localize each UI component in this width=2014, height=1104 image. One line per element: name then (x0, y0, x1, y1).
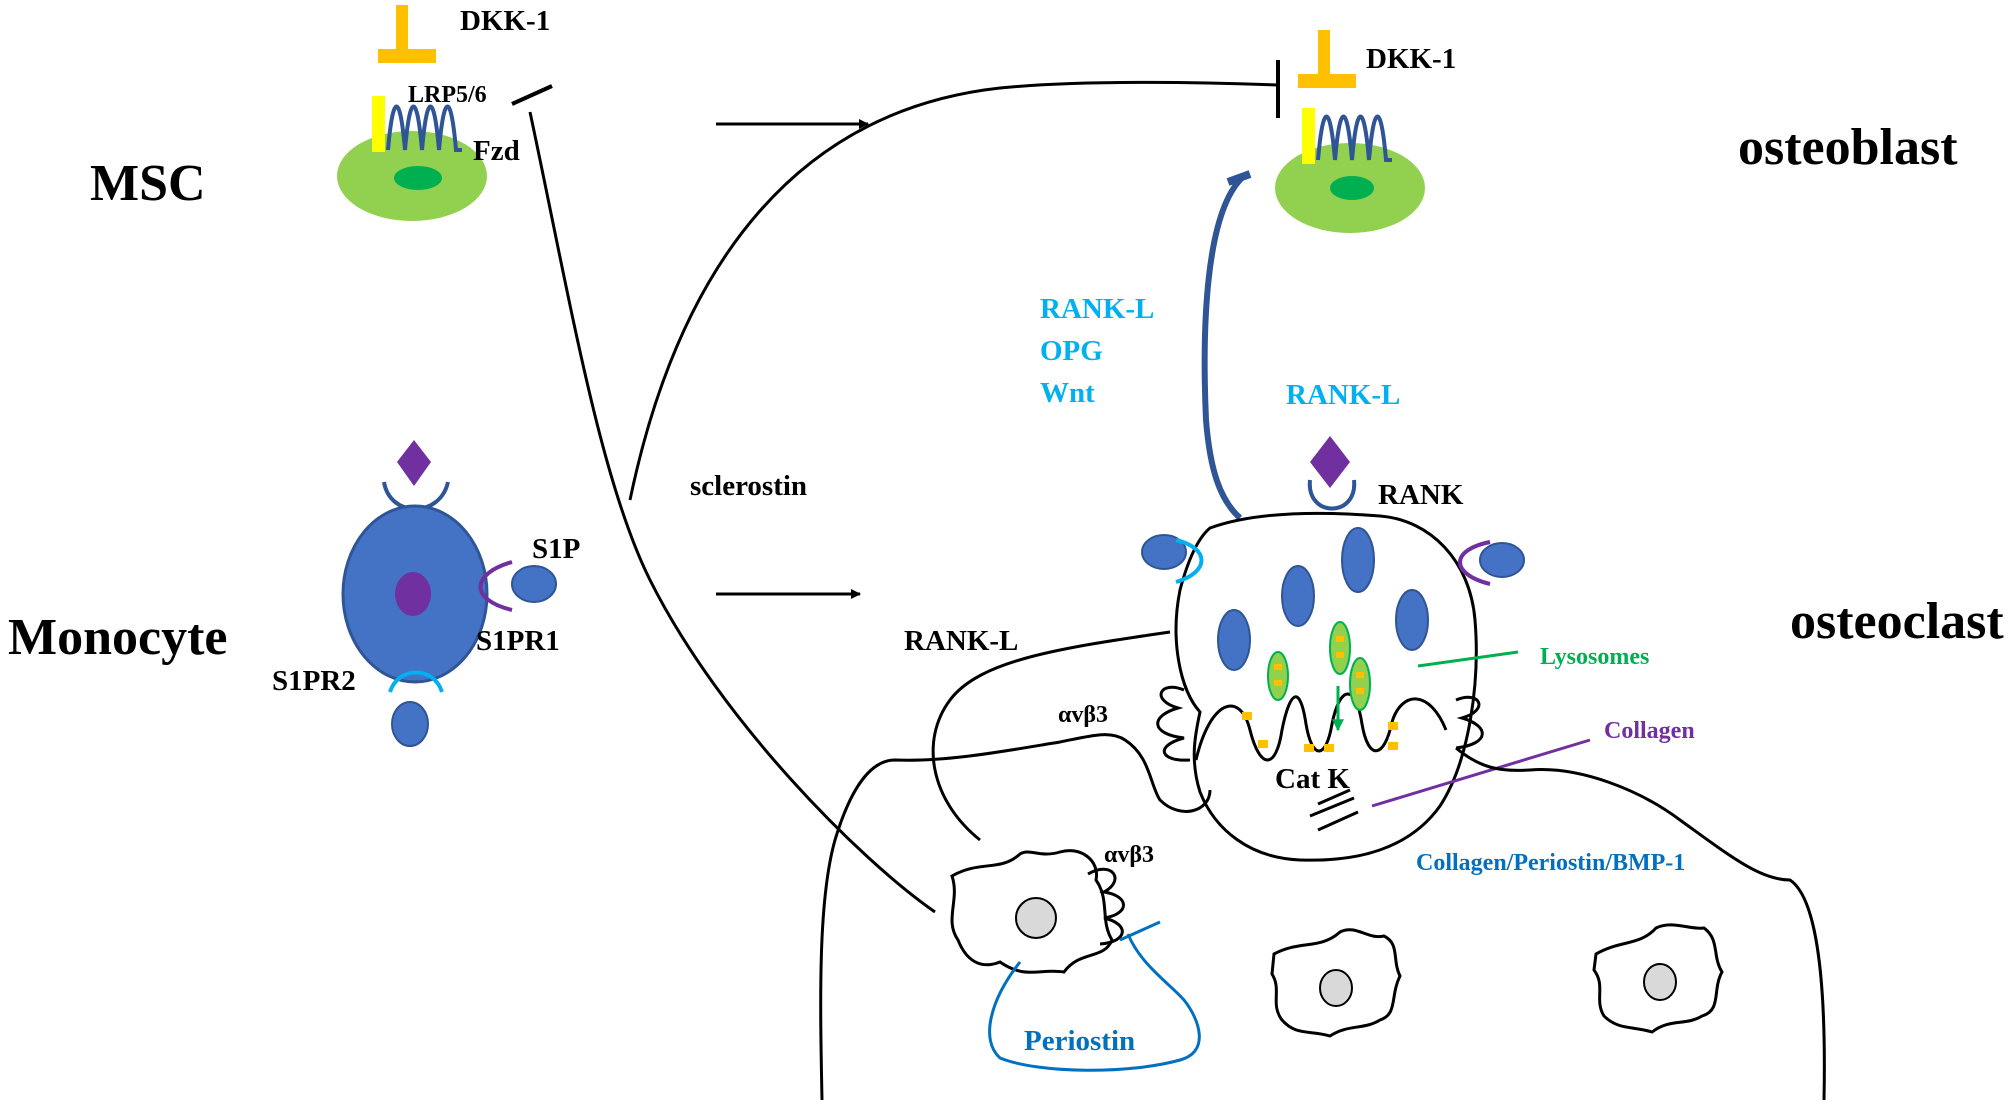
osteocyte-main-nucleus (1015, 897, 1057, 939)
collagen-fibers (1309, 788, 1359, 832)
integrin-bottom (1087, 867, 1125, 946)
lrp-label: LRP5/6 (408, 82, 487, 108)
rank-receptor (1307, 479, 1357, 511)
osteoclast-nucleus-1 (1341, 527, 1375, 593)
osteocyte-3-nucleus (1643, 963, 1677, 1001)
s1pr2-ligand (391, 701, 429, 747)
msc-group: DKK-1 LRP5/6 Fzd (337, 5, 550, 221)
lysosome-dots (1274, 636, 1364, 694)
s1p-ligand (511, 565, 557, 603)
avb3-top-label: αvβ3 (1058, 702, 1108, 728)
msc-label: MSC (90, 155, 206, 212)
s1p-label: S1P (532, 533, 580, 565)
sclerostin-inhibition-bar (511, 84, 553, 106)
dkk1-inhibitor-right (1298, 30, 1356, 88)
s1pr2-receptor (388, 670, 444, 693)
rankl-bottom-line (931, 630, 1171, 842)
osteoblast-to-osteoclast-signal (1201, 173, 1247, 521)
osteoclast-label: osteoclast (1790, 593, 2004, 650)
osteoclast-group: RANK-L RANK (1058, 379, 1695, 862)
lrp-receptor-right (1302, 108, 1315, 164)
matrix-label: Collagen/Periostin/BMP-1 (1416, 850, 1685, 876)
integrin-left (1156, 685, 1191, 762)
osteoclast-left-receptor (1175, 538, 1204, 584)
lysosome-3 (1349, 657, 1371, 711)
sclerostin-label: sclerostin (690, 470, 807, 502)
sclerostin-inhibition-curve (528, 111, 936, 914)
osteoclast-right-ligand (1479, 542, 1525, 578)
catk-label: Cat K (1275, 763, 1350, 795)
sclerostin-to-osteoblast-curve (628, 80, 1279, 501)
bone-matrix-group: RANK-L αvβ3 Periostin Collagen/Periostin… (819, 625, 1826, 1101)
lysosomes-pointer (1417, 650, 1519, 668)
dkk1-label-right: DKK-1 (1366, 43, 1456, 75)
lysosome-2 (1329, 621, 1351, 675)
osteoclast-nucleus-4 (1217, 609, 1251, 671)
lrp-receptor-left (372, 96, 385, 152)
osteoblast-group: DKK-1 (1275, 30, 1456, 233)
periostin-link (1119, 920, 1161, 942)
fzd-label: Fzd (473, 135, 520, 167)
opg-label: OPG (1040, 335, 1103, 367)
osteoclast-nucleus-2 (1281, 565, 1315, 627)
dkk1-label-left: DKK-1 (460, 5, 550, 37)
rankl-top-label: RANK-L (1286, 379, 1400, 411)
msc-nucleus (394, 166, 442, 190)
ligand-diamond-monocyte (397, 440, 431, 486)
ligand-diamond-osteoclast (1310, 436, 1350, 488)
lysosome-1 (1267, 651, 1289, 701)
periostin-label: Periostin (1024, 1025, 1135, 1057)
osteoclast-left-ligand (1141, 534, 1187, 570)
signal-end-cap-top (1226, 170, 1252, 186)
catk-dots (1242, 712, 1398, 752)
osteoblast-label: osteoblast (1738, 119, 1958, 176)
s1pr1-label: S1PR1 (476, 625, 560, 657)
rank-label: RANK (1378, 479, 1464, 511)
monocyte-group: S1P S1PR1 S1PR2 (272, 440, 580, 747)
lysosomes-label: Lysosomes (1540, 644, 1649, 670)
osteoclast-right-receptor (1458, 540, 1491, 586)
s1pr1-receptor (478, 560, 513, 612)
rankl-signal-label: RANK-L (1040, 293, 1154, 325)
osteocyte-2-nucleus (1319, 969, 1353, 1007)
osteoblast-nucleus (1330, 176, 1374, 200)
collagen-label: Collagen (1604, 718, 1695, 744)
monocyte-label: Monocyte (8, 609, 227, 666)
rankl-bottom-label: RANK-L (904, 625, 1018, 657)
s1pr2-label: S1PR2 (272, 665, 356, 697)
bone-matrix-outline-right (1455, 746, 1826, 1101)
osteoclast-nucleus-3 (1395, 589, 1429, 651)
dkk1-inhibitor-left (378, 5, 436, 63)
avb3-bottom-label: αvβ3 (1104, 842, 1154, 868)
wnt-label: Wnt (1040, 377, 1095, 409)
monocyte-nucleus (395, 572, 431, 616)
frizzled-receptor-right (1316, 114, 1392, 162)
periostin-region (988, 933, 1201, 1072)
frizzled-receptor-left (386, 104, 462, 152)
integrin-right (1455, 695, 1484, 750)
bone-matrix-outline (819, 733, 1212, 1101)
collagen-pointer (1371, 738, 1591, 808)
